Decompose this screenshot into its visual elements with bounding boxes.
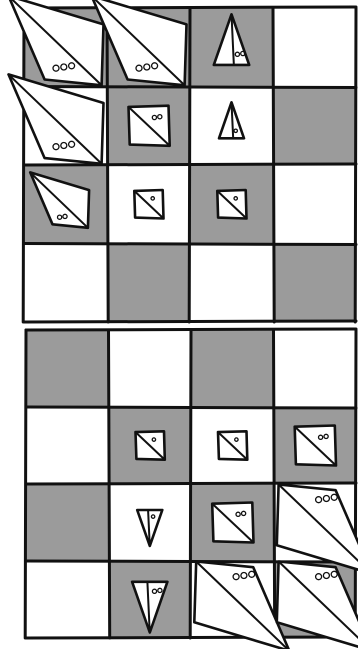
grid-line-horizontal — [26, 407, 356, 408]
grid-line-horizontal — [26, 561, 356, 562]
grid-line-horizontal — [24, 164, 356, 165]
medium-pyramid-piece[interactable] — [212, 503, 253, 543]
small-pyramid-piece[interactable] — [218, 431, 247, 459]
board-square-light[interactable] — [26, 561, 109, 638]
board-square-light[interactable] — [273, 8, 356, 87]
board-square-light[interactable] — [24, 244, 107, 323]
board-square-light[interactable] — [109, 330, 192, 407]
small-pyramid-piece[interactable] — [134, 190, 163, 219]
top-board — [9, 0, 357, 322]
medium-pyramid-piece[interactable] — [128, 106, 169, 146]
grid-line-horizontal — [24, 321, 356, 322]
grid-line-horizontal — [26, 637, 356, 638]
medium-pyramid-piece[interactable] — [295, 426, 336, 466]
board-square-dark[interactable] — [26, 484, 109, 561]
bottom-board — [25, 329, 358, 649]
grid-line-horizontal — [24, 244, 356, 245]
board-square-dark[interactable] — [107, 244, 190, 323]
board-square-dark[interactable] — [273, 244, 356, 323]
grid-line-horizontal — [26, 329, 356, 330]
grid-line-horizontal — [24, 7, 356, 8]
grid-line-horizontal — [24, 87, 356, 88]
small-pyramid-piece[interactable] — [217, 190, 246, 219]
board-square-light[interactable] — [274, 330, 357, 407]
board-square-dark[interactable] — [191, 330, 274, 407]
small-pyramid-piece[interactable] — [136, 431, 165, 459]
board-square-dark[interactable] — [26, 330, 109, 407]
board-square-dark[interactable] — [273, 87, 356, 166]
board-square-light[interactable] — [273, 165, 356, 244]
grid-line-horizontal — [26, 483, 356, 484]
board-square-light[interactable] — [190, 244, 273, 323]
board-square-light[interactable] — [26, 407, 109, 484]
